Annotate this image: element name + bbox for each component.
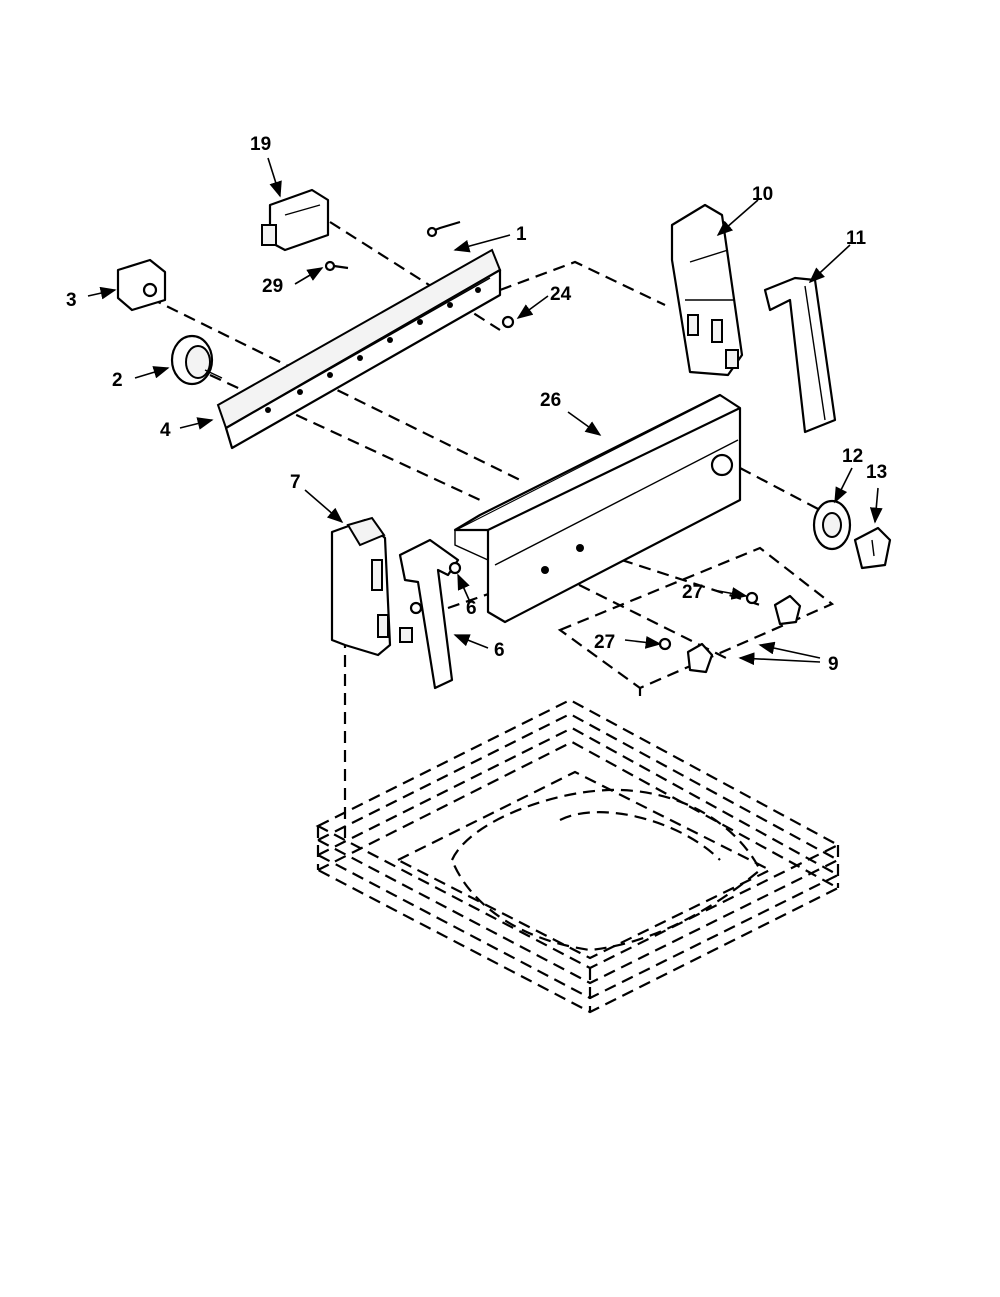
callout-13: 13: [866, 462, 887, 483]
knob-part: [853, 526, 892, 570]
callout-6-lower: 6: [494, 640, 505, 661]
callout-6-upper: 6: [466, 598, 477, 619]
callout-24: 24: [550, 284, 572, 305]
knob-9-lower-part: [686, 642, 714, 674]
switch-block-part: [261, 188, 330, 252]
console-panel: [453, 393, 742, 624]
callout-29: 29: [262, 276, 283, 297]
timer-part: [170, 334, 223, 386]
callout-4: 4: [160, 420, 171, 441]
callout-12: 12: [842, 446, 863, 467]
screw-6-parts: [409, 561, 462, 615]
control-bracket-rail: [216, 248, 502, 450]
callout-11: 11: [846, 228, 867, 249]
callout-1: 1: [516, 224, 527, 245]
callout-labels: 19 1 10 11 3 29 24 2 4 26 12 13 7 6 6 27…: [66, 134, 887, 675]
callout-10: 10: [752, 184, 773, 205]
screw-parts: [324, 220, 515, 329]
callout-2: 2: [112, 370, 123, 391]
end-cap-right-part: [670, 203, 744, 377]
end-cap-cover-left-part: [398, 538, 460, 690]
callout-9: 9: [828, 654, 839, 675]
knob-27-lower-part: [658, 637, 672, 651]
end-cap-left-part: [330, 516, 413, 657]
callout-3: 3: [66, 290, 77, 311]
leader-lines: [87, 157, 883, 666]
callout-26: 26: [540, 390, 561, 411]
callout-27-upper: 27: [682, 582, 703, 603]
callout-27-lower: 27: [594, 632, 615, 653]
cabinet-top-dashed-outline: [315, 698, 841, 1014]
knob-9-upper-part: [773, 594, 802, 626]
knob-group-dashed-box: [557, 546, 835, 696]
knob-skirt-part: [812, 499, 852, 551]
switch-part: [116, 258, 167, 312]
knob-27-upper-part: [745, 591, 759, 605]
callout-19: 19: [250, 134, 271, 155]
callout-7: 7: [290, 472, 301, 493]
end-cap-cover-right-part: [763, 276, 837, 434]
